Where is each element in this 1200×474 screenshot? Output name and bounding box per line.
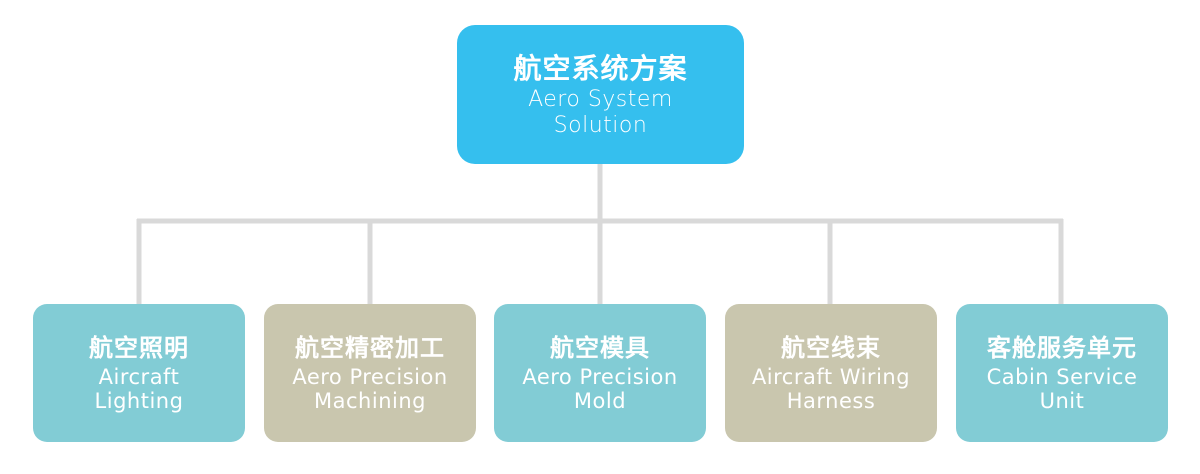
node-title-en: Aero Precision Machining <box>292 365 448 413</box>
root-title-zh: 航空系统方案 <box>513 51 688 85</box>
node-title-en: Aircraft Wiring Harness <box>751 365 911 413</box>
node-aircraft-lighting: 航空照明 Aircraft Lighting <box>33 304 245 442</box>
node-aircraft-wiring-harness: 航空线束 Aircraft Wiring Harness <box>725 304 937 442</box>
node-cabin-service-unit: 客舱服务单元 Cabin Service Unit <box>956 304 1168 442</box>
node-title-en: Aircraft Lighting <box>94 365 184 413</box>
node-title-zh: 航空精密加工 <box>295 334 445 362</box>
root-node: 航空系统方案 Aero System Solution <box>457 25 744 164</box>
node-title-en: Aero Precision Mold <box>522 365 678 413</box>
node-aero-precision-machining: 航空精密加工 Aero Precision Machining <box>264 304 476 442</box>
node-title-zh: 航空模具 <box>550 334 650 362</box>
node-title-zh: 客舱服务单元 <box>987 334 1137 362</box>
root-title-en: Aero System Solution <box>528 86 673 138</box>
node-title-zh: 航空线束 <box>781 334 881 362</box>
node-title-zh: 航空照明 <box>89 334 189 362</box>
node-title-en: Cabin Service Unit <box>986 365 1138 413</box>
node-aero-precision-mold: 航空模具 Aero Precision Mold <box>494 304 706 442</box>
